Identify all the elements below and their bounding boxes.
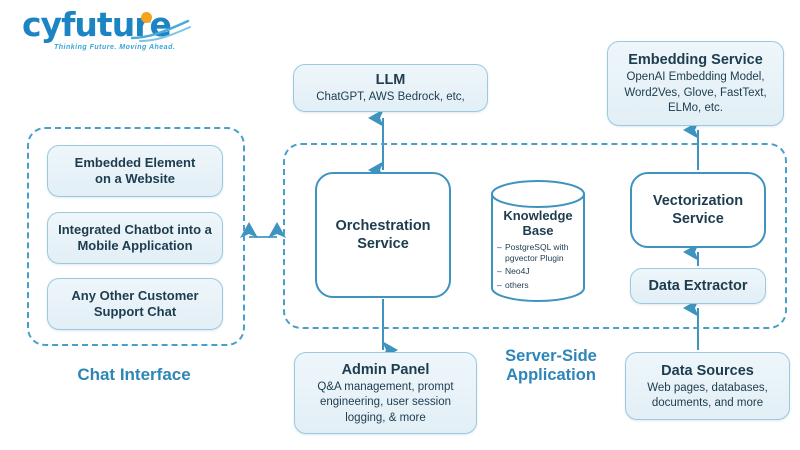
logo-tagline: Thinking Future. Moving Ahead. (54, 44, 176, 51)
node-admin-panel[interactable]: Admin Panel Q&A management, prompt engin… (294, 352, 477, 434)
chat-interface-group (27, 127, 245, 346)
cyfuture-logo: cyfuture Thinking Future. Moving Ahead. (22, 8, 197, 54)
node-title-line2: Service (672, 211, 724, 227)
node-title-line2: Service (357, 236, 409, 252)
node-title-line2: Support Chat (93, 304, 177, 319)
node-llm[interactable]: LLM ChatGPT, AWS Bedrock, etc, (293, 64, 488, 112)
node-title: Data Extractor (648, 278, 748, 294)
node-subtitle-line2: documents, and more (651, 397, 764, 409)
list-item: others (497, 280, 585, 291)
node-subtitle-line2: engineering, user session (319, 396, 452, 409)
caption-line2: Application (506, 366, 596, 384)
node-subtitle-line1: Web pages, databases, (647, 381, 768, 394)
node-subtitle-line1: OpenAI Embedding Model, (626, 71, 765, 84)
node-title-line1: Orchestration (335, 218, 431, 234)
caption-line1: Server-Side (505, 347, 597, 365)
node-title-line1: Vectorization (652, 193, 744, 209)
server-side-application-group (283, 143, 787, 329)
knowledge-base-content: Knowledge Base PostgreSQL with pgvector … (489, 208, 587, 293)
node-title: Integrated Chatbot into a (58, 222, 212, 237)
node-subtitle-line2: Word2Ves, Glove, FastText, (624, 86, 767, 99)
node-embedded-element[interactable]: Embedded Element on a Website (47, 145, 223, 197)
node-orchestration-service[interactable]: Orchestration Service (315, 172, 451, 298)
node-any-other-customer-support-chat[interactable]: Any Other Customer Support Chat (47, 278, 223, 330)
node-title: Embedding Service (628, 52, 763, 69)
list-item: PostgreSQL with pgvector Plugin (497, 242, 585, 263)
node-data-sources[interactable]: Data Sources Web pages, databases, docum… (625, 352, 790, 420)
knowledge-base-list: PostgreSQL with pgvector Plugin Neo4J ot… (489, 242, 587, 290)
logo-swoosh-icon (130, 19, 191, 42)
node-integrated-chatbot[interactable]: Integrated Chatbot into a Mobile Applica… (47, 212, 223, 264)
node-title: Data Sources (661, 362, 754, 379)
node-title: Admin Panel (341, 361, 430, 378)
node-knowledge-base[interactable]: Knowledge Base PostgreSQL with pgvector … (489, 178, 587, 304)
node-title: Any Other Customer (71, 288, 199, 303)
node-title-line2: Base (522, 223, 554, 238)
node-title: LLM (375, 72, 406, 89)
node-title-line2: Mobile Application (77, 238, 193, 253)
logo-dot-icon (141, 12, 152, 23)
node-data-extractor[interactable]: Data Extractor (630, 268, 766, 304)
node-subtitle-line1: Q&A management, prompt (317, 380, 454, 393)
node-subtitle-line3: logging, & more (345, 411, 426, 424)
node-title: Embedded Element (74, 155, 196, 170)
chat-interface-caption: Chat Interface (77, 365, 191, 384)
node-subtitle: ChatGPT, AWS Bedrock, etc, (316, 91, 465, 104)
node-embedding-service[interactable]: Embedding Service OpenAI Embedding Model… (607, 41, 784, 126)
list-item: Neo4J (497, 266, 585, 277)
node-subtitle-line3: ELMo, etc. (668, 102, 723, 115)
node-title-line2: on a Website (95, 171, 175, 186)
node-title-line1: Knowledge (503, 208, 573, 223)
server-side-application-caption: Server-Side Application (481, 347, 621, 385)
node-vectorization-service[interactable]: Vectorization Service (630, 172, 766, 248)
